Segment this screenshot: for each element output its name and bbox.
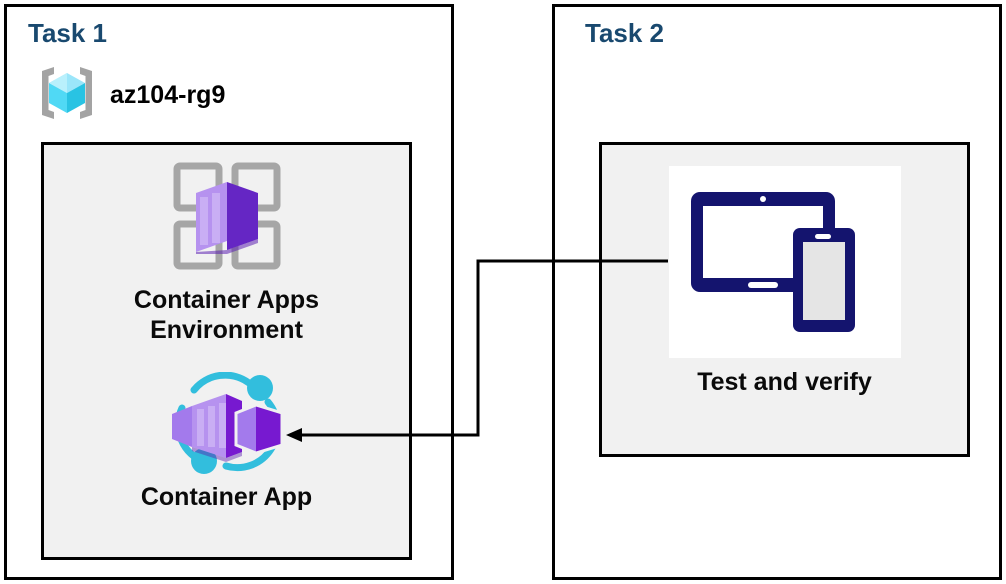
container-app-label: Container App (140, 483, 313, 511)
resource-group-label: az104-rg9 (110, 81, 226, 109)
test-and-verify-label: Test and verify (697, 368, 872, 396)
container-apps-environment-label: Container Apps Environment (133, 286, 320, 344)
task-1-title: Task 1 (28, 18, 108, 48)
test-and-verify-item: Test and verify (599, 166, 970, 398)
container-apps-environment-item: Container Apps Environment (41, 155, 412, 345)
test-and-verify-icon-plate (668, 166, 901, 358)
container-app-item: Container App (41, 371, 412, 513)
resource-group-icon (36, 62, 98, 129)
task-2-title: Task 2 (585, 18, 665, 48)
test-and-verify-devices-icon (685, 180, 885, 345)
container-app-icon (164, 371, 290, 481)
container-apps-environment-icon (166, 155, 288, 282)
resource-group-row: az104-rg9 (36, 62, 225, 129)
